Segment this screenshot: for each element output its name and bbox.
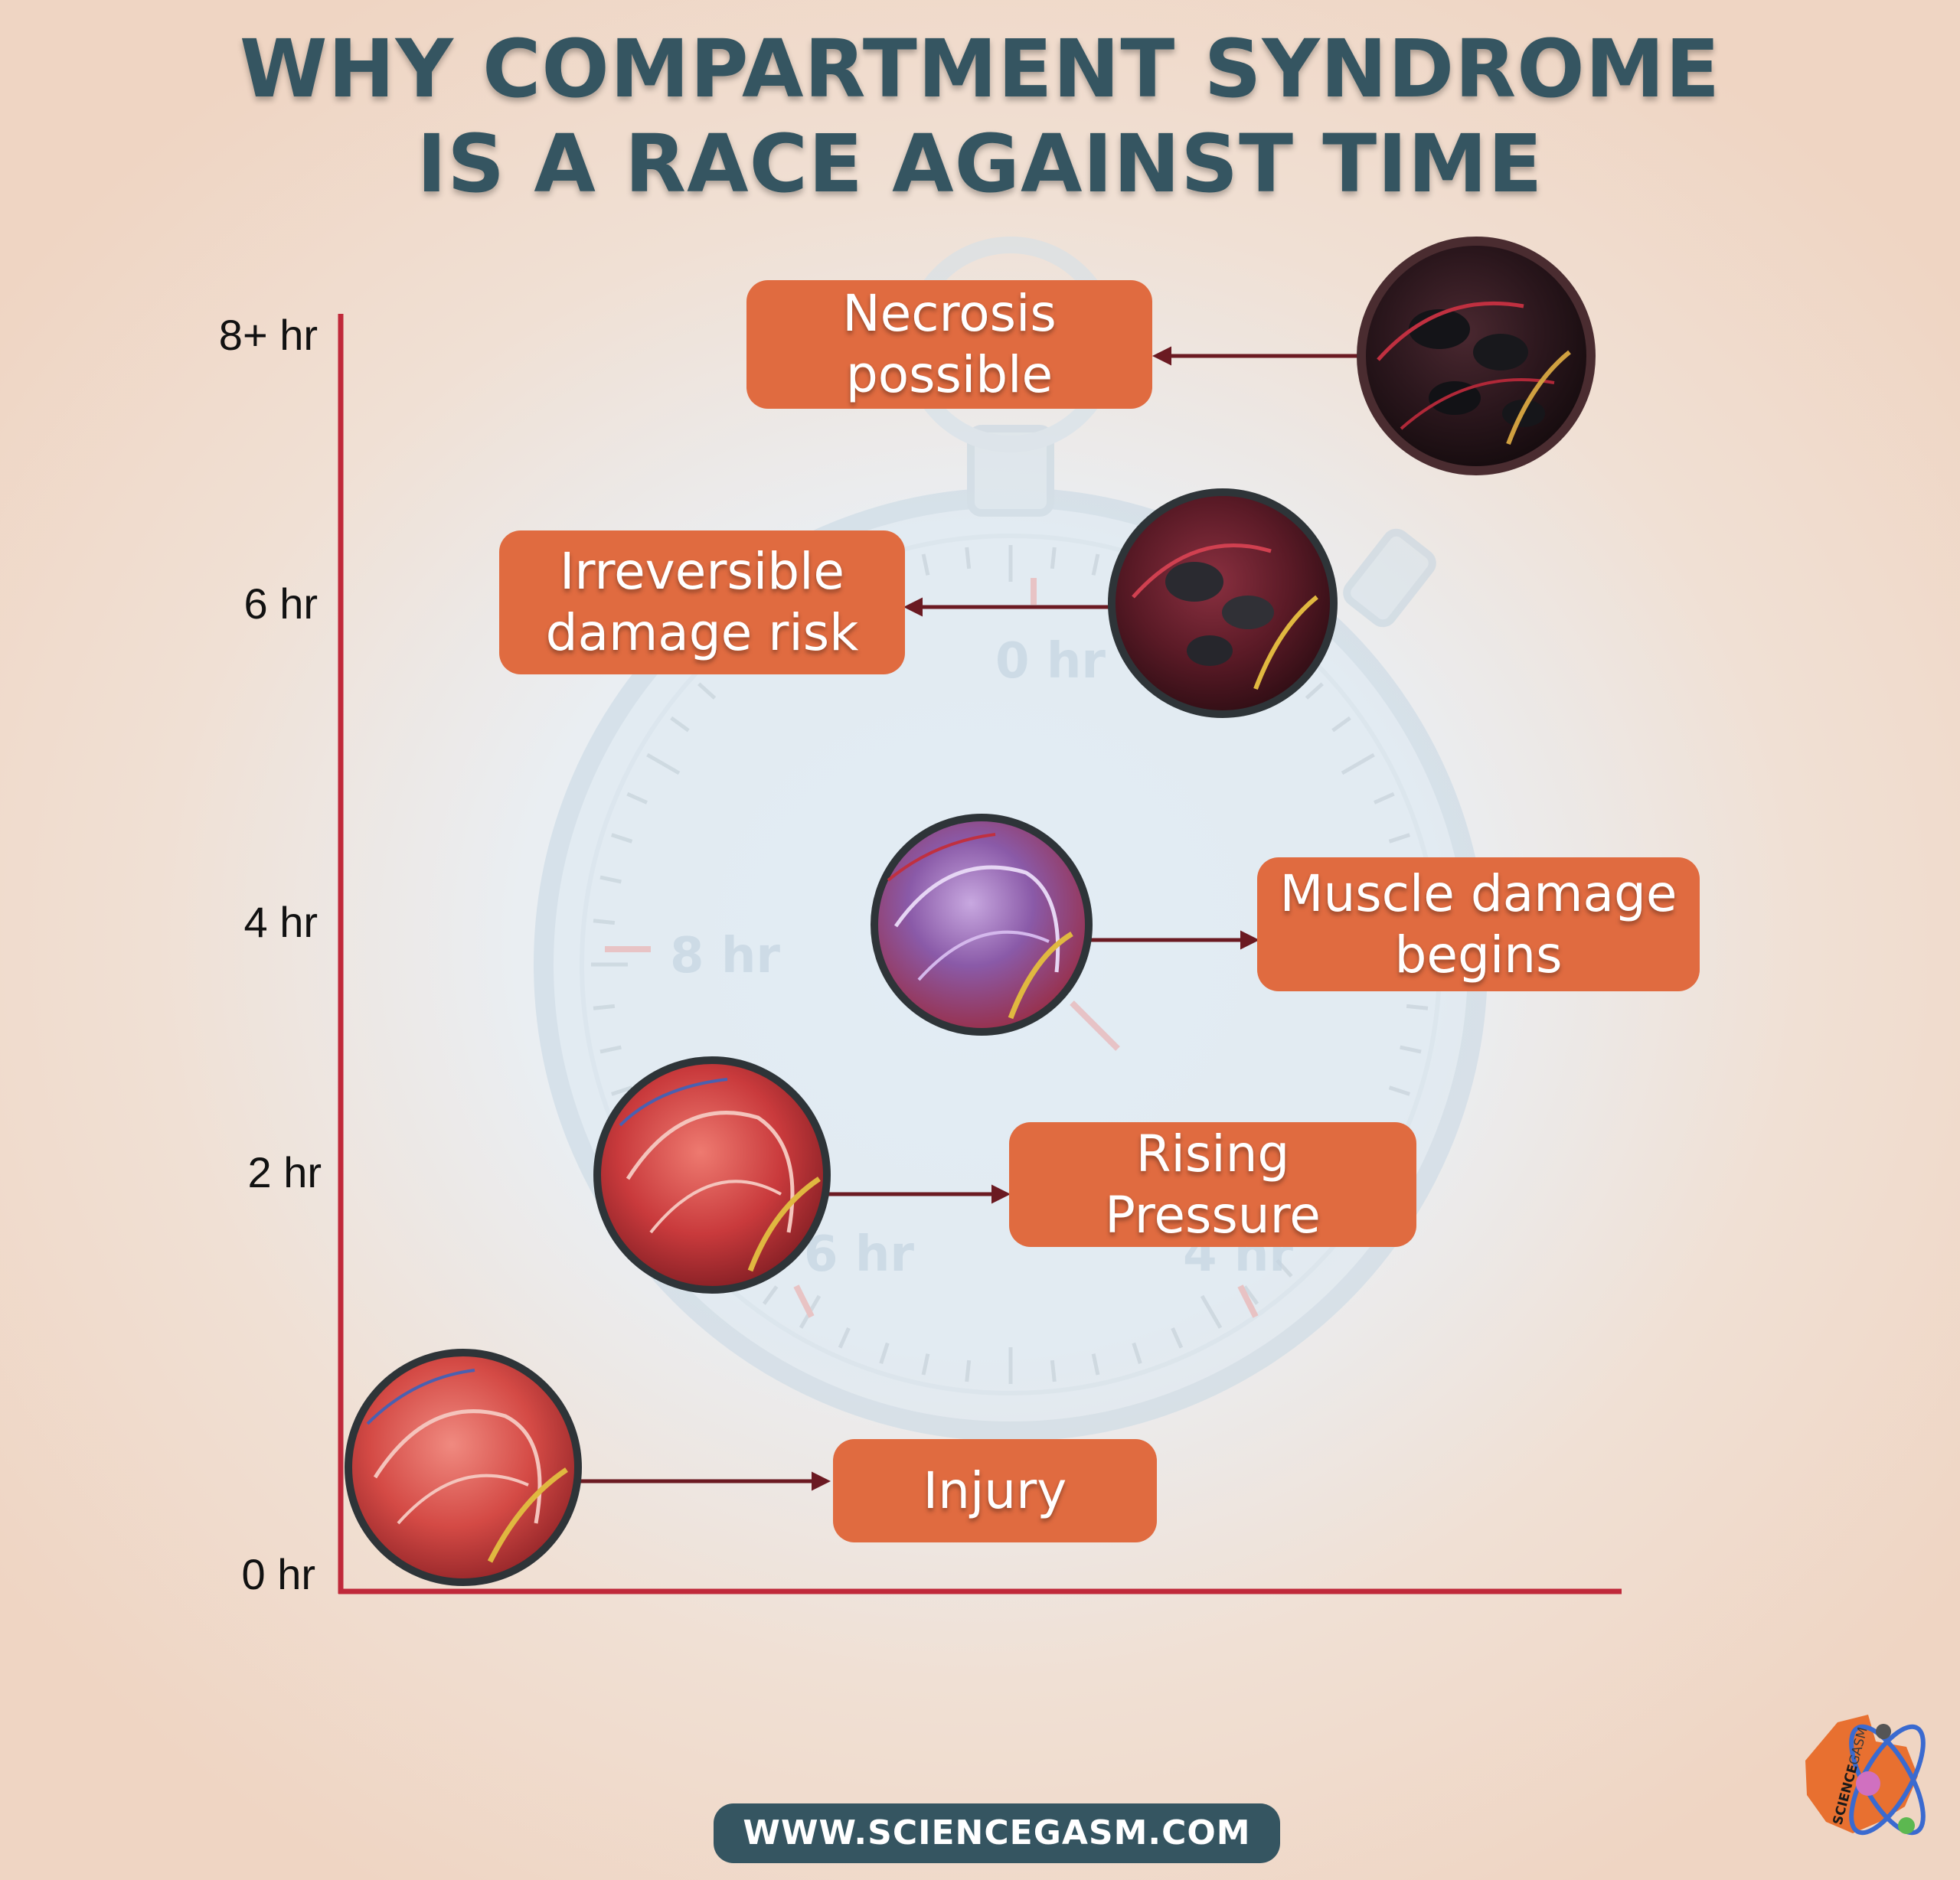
stopwatch-tick [1171,1327,1184,1349]
stopwatch-tick [838,1327,851,1349]
stage-box-muscle-damage: Muscle damage begins [1257,857,1700,991]
stage-necrosis-line-2: possible [845,345,1054,404]
stopwatch-tick [599,875,622,884]
stopwatch-label-8: 8 hr [670,928,780,984]
tissue-circle-necrosis [1357,237,1596,475]
stopwatch-tick [1388,1085,1410,1096]
stage-irreversible-line-2: damage risk [545,603,859,662]
page-title: WHY COMPARTMENT SYNDROME IS A RACE AGAIN… [0,21,1960,211]
stopwatch-tick [1050,547,1057,570]
stopwatch-tick [965,1359,972,1382]
stage-irreversible-line-1: Irreversible [559,542,845,601]
sciencegasm-logo: SCIENCEGASM [1805,1715,1926,1836]
stopwatch-tick [599,1045,622,1054]
stage-box-irreversible: Irreversible damage risk [499,530,905,674]
stopwatch-tick [670,716,690,733]
stage-muscle-damage-line-2: begins [1394,925,1563,984]
stage-box-necrosis: Necrosis possible [746,280,1152,409]
stopwatch-tick [1374,791,1395,805]
website-link[interactable]: WWW.SCIENCEGASM.COM [714,1803,1280,1863]
stage-necrosis-line-1: Necrosis [842,284,1057,343]
axis-tick-8hr: 8+ hr [218,311,318,359]
stopwatch-tick [1132,1342,1142,1364]
stage-muscle-damage-line-1: Muscle damage [1279,863,1677,923]
stopwatch-tick [1388,833,1410,844]
stopwatch-tick [1050,1359,1057,1382]
stopwatch-tick [1243,1285,1259,1305]
stage-rising-pressure-line-2: Pressure [1105,1185,1321,1245]
axis-tick-0hr: 0 hr [241,1550,316,1598]
stopwatch-labels: 0 hr 8 hr 6 hr 4 hr [670,633,1293,1283]
stopwatch-tick [921,1353,930,1376]
stopwatch-tick [697,682,717,700]
stage-rising-pressure-line-1: Rising [1135,1124,1290,1183]
stopwatch-tick [1341,752,1375,775]
stopwatch-tick [879,1342,890,1364]
stopwatch-tick [1305,682,1324,700]
stopwatch-tick [611,1085,633,1096]
stopwatch-tick [1091,553,1100,576]
tissue-circle-rising-pressure [593,1056,831,1294]
stopwatch-tick [1091,1353,1100,1376]
stopwatch-tick [593,1004,616,1010]
title-line-1: WHY COMPARTMENT SYNDROME [239,22,1721,116]
stopwatch-label-6: 6 hr [804,1226,914,1283]
axis-tick-4hr: 4 hr [243,898,318,946]
stopwatch-tick [1276,1258,1293,1278]
stopwatch-tick [1400,1045,1422,1054]
stopwatch-tick [965,547,972,570]
stopwatch-tick [611,833,633,844]
stopwatch-tick [1200,1294,1223,1329]
stopwatch-label-0: 0 hr [995,633,1106,690]
tissue-circle-muscle-damage [871,814,1093,1036]
stopwatch-tick [1406,1004,1429,1010]
stopwatch-tick [626,791,648,805]
tissue-circle-injury [345,1349,582,1586]
title-line-2: IS A RACE AGAINST TIME [416,117,1544,211]
axis-tick-2hr: 2 hr [247,1148,322,1196]
stopwatch-tick [762,1285,779,1305]
tissue-circle-irreversible [1108,488,1338,718]
axis-tick-6hr: 6 hr [243,579,318,628]
stopwatch-tick [646,752,681,775]
stopwatch-tick [921,553,930,576]
stage-injury-line-1: Injury [923,1461,1067,1520]
stopwatch-tick [1331,716,1351,733]
stopwatch-tick [593,919,616,925]
stage-box-rising-pressure: Rising Pressure [1009,1122,1416,1247]
stage-box-injury: Injury [833,1439,1157,1542]
